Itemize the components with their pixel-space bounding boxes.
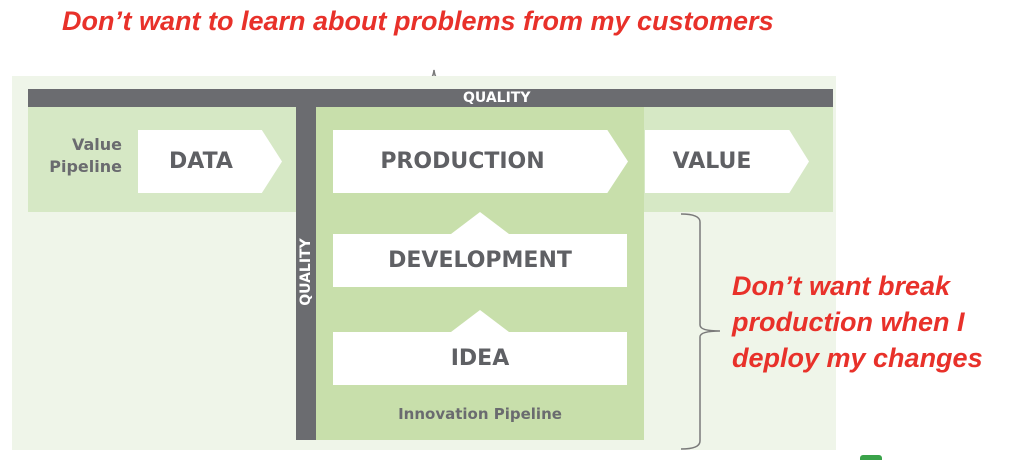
stage-production: PRODUCTION [333, 130, 628, 193]
quality-bar-horizontal: QUALITY [28, 89, 833, 107]
value-pipeline-label: Value Pipeline [40, 134, 122, 178]
innovation-pipeline-label: Innovation Pipeline [398, 405, 562, 423]
arrow-up-icon [451, 212, 509, 234]
quality-bar-vertical [296, 89, 316, 440]
value-pipeline-label-line: Pipeline [49, 157, 122, 176]
quality-horizontal-label: QUALITY [463, 90, 531, 106]
arrow-up-icon [451, 310, 509, 332]
side-annotation: Don’t want break production when I deplo… [732, 268, 983, 376]
top-annotation: Don’t want to learn about problems from … [62, 6, 774, 36]
side-annotation-line: production when I [732, 307, 965, 337]
logo-icon [860, 455, 882, 460]
stage-data: DATA [138, 130, 282, 193]
stage-idea: IDEA [333, 332, 627, 385]
value-pipeline-label-line: Value [71, 135, 122, 154]
stage-development: DEVELOPMENT [333, 234, 627, 287]
stage-value: VALUE [645, 130, 809, 193]
side-annotation-line: deploy my changes [732, 343, 983, 373]
side-annotation-line: Don’t want break [732, 271, 951, 301]
